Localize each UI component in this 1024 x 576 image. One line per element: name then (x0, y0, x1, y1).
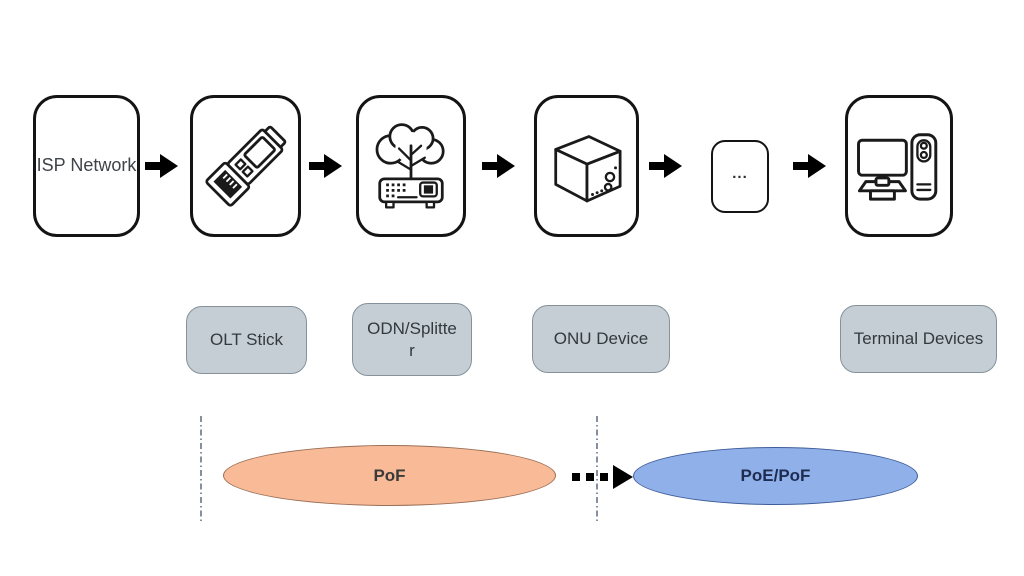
flow-arrow-icon (145, 154, 178, 178)
pof-zone-label: PoF (373, 465, 406, 485)
isp-network-node: ISP Network (33, 95, 140, 237)
isp-network-label: ISP Network (36, 155, 137, 176)
flow-arrow-icon (482, 154, 515, 178)
stage-label-text: OLT Stick (209, 330, 284, 350)
ellipsis-node: ... (711, 140, 769, 213)
zone-divider-line (596, 416, 598, 522)
onu-device-node (534, 95, 639, 237)
dotted-arrow-icon (572, 465, 633, 489)
cube-icon (541, 112, 633, 220)
poe-pof-zone-ellipse: PoE/PoF (633, 447, 918, 505)
terminal-devices-node (845, 95, 953, 237)
flow-arrow-icon (649, 154, 682, 178)
stage-label-onu-device: ONU Device (532, 305, 670, 373)
flow-arrow-icon (309, 154, 342, 178)
odn-splitter-node (356, 95, 466, 237)
ellipsis-label: ... (732, 165, 748, 182)
flow-arrow-icon (793, 154, 826, 178)
tree-splitter-icon (365, 112, 457, 220)
sfp-transceiver-icon (200, 112, 292, 220)
poe-pof-zone-label: PoE/PoF (740, 466, 811, 485)
stage-label-text: Terminal Devices (853, 329, 984, 349)
stage-label-terminal-devices: Terminal Devices (840, 305, 997, 373)
stage-label-odn-splitter: ODN/Splitter (352, 303, 472, 376)
pof-zone-ellipse: PoF (223, 445, 556, 506)
olt-stick-node (190, 95, 301, 237)
stage-label-text: ODN/Splitter (367, 319, 457, 360)
desktop-computer-icon (853, 112, 945, 220)
stage-label-text: ONU Device (553, 329, 649, 349)
stage-label-olt-stick: OLT Stick (186, 306, 307, 374)
zone-divider-line (200, 416, 202, 522)
